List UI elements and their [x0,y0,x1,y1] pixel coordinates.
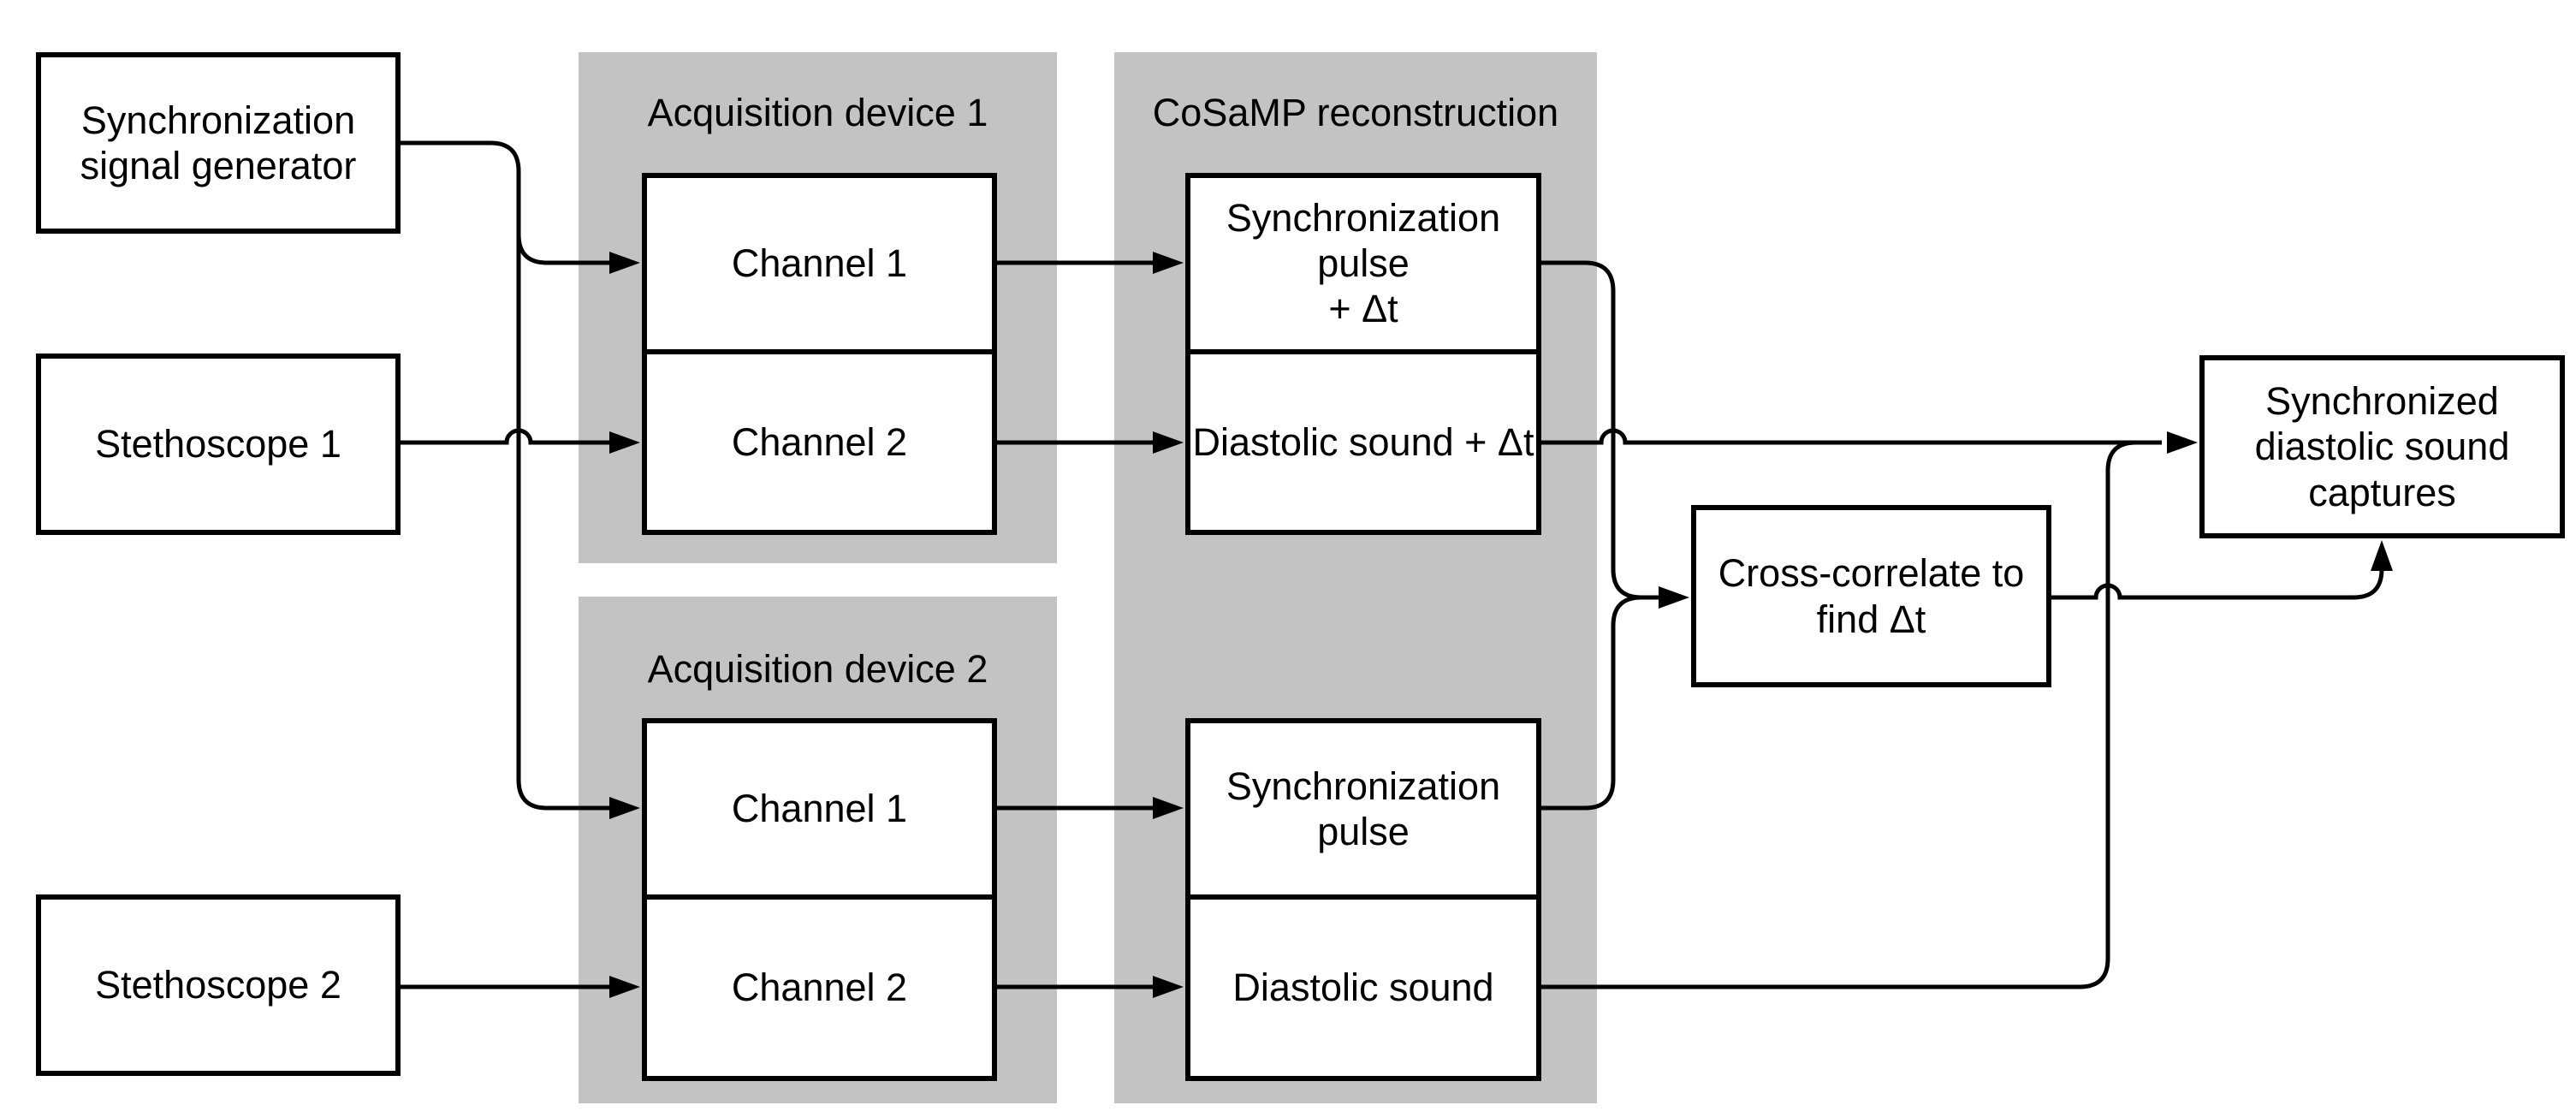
box-synchronized-captures-label: Synchronized diastolic sound captures [2254,379,2510,514]
cosamp1-sync-pulse-dt-cell: Synchronization pulse + Δt [1190,178,1536,354]
panel-title-cosamp-reconstruction: CoSaMP reconstruction [1152,91,1559,134]
box-cosamp-device2: Synchronization pulse Diastolic sound [1185,718,1541,1081]
cosamp2-diastolic-label: Diastolic sound [1232,965,1494,1010]
box-sync-signal-generator: Synchronization signal generator [36,52,401,234]
cosamp2-sync-pulse-label: Synchronization pulse [1226,763,1501,853]
device2-channel-2-cell: Channel 2 [647,900,992,1076]
device1-channel-1-label: Channel 1 [731,241,908,286]
device2-channel-1-cell: Channel 1 [647,723,992,900]
cosamp2-diastolic-cell: Diastolic sound [1190,900,1536,1076]
cosamp1-diastolic-dt-cell: Diastolic sound + Δt [1190,354,1536,531]
box-stethoscope-1: Stethoscope 1 [36,354,401,535]
device1-channel-2-label: Channel 2 [731,419,908,464]
box-device2-channels: Channel 1 Channel 2 [642,718,997,1081]
device1-channel-1-cell: Channel 1 [647,178,992,354]
panel-title-acquisition-device-1: Acquisition device 1 [647,91,988,134]
box-cross-correlate: Cross-correlate to find Δt [1691,505,2051,687]
cosamp2-sync-pulse-cell: Synchronization pulse [1190,723,1536,900]
connector-diastolic-dt-output [1537,428,2162,445]
box-stethoscope-1-label: Stethoscope 1 [95,422,341,466]
device1-channel-2-cell: Channel 2 [647,354,992,531]
box-synchronized-captures: Synchronized diastolic sound captures [2199,355,2565,538]
device2-channel-1-label: Channel 1 [731,787,908,831]
box-cosamp-device1: Synchronization pulse + Δt Diastolic sou… [1185,173,1541,535]
device2-channel-2-label: Channel 2 [731,965,908,1010]
arrowhead-output-bottom-in [2371,540,2393,571]
box-cross-correlate-label: Cross-correlate to find Δt [1718,551,2025,641]
box-sync-signal-generator-label: Synchronization signal generator [80,98,357,187]
arrowhead-crosscorrelate-in [1659,586,1689,609]
connector-crosscorrelate-output [2047,568,2384,600]
cosamp1-sync-pulse-dt-label: Synchronization pulse + Δt [1226,196,1501,331]
arrowhead-output-left-in [2167,431,2198,454]
box-device1-channels: Channel 1 Channel 2 [642,173,997,535]
cosamp1-diastolic-dt-label: Diastolic sound + Δt [1192,419,1534,464]
panel-title-acquisition-device-2: Acquisition device 2 [647,647,988,691]
box-stethoscope-2-label: Stethoscope 2 [95,963,341,1007]
box-stethoscope-2: Stethoscope 2 [36,894,401,1076]
